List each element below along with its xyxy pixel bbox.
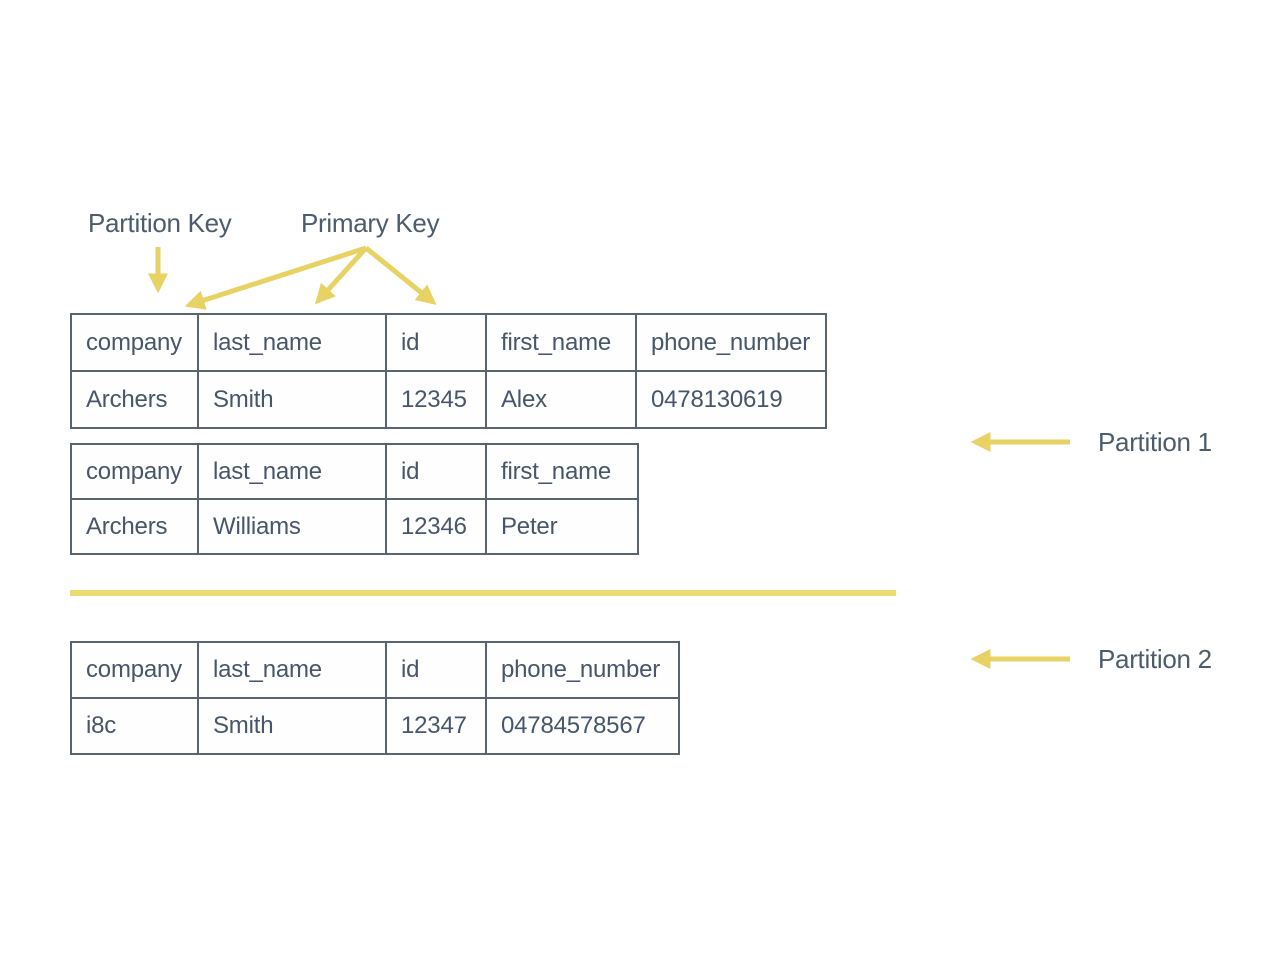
header-cell: company bbox=[70, 313, 199, 372]
header-cell: company bbox=[70, 641, 199, 699]
header-cell: last_name bbox=[197, 313, 387, 372]
header-cell: last_name bbox=[197, 443, 387, 500]
data-cell: 12346 bbox=[385, 498, 487, 555]
data-cell: Archers bbox=[70, 370, 199, 429]
header-cell: id bbox=[385, 641, 487, 699]
data-cell: Williams bbox=[197, 498, 387, 555]
primary-key-arrow-id-icon bbox=[364, 246, 437, 305]
table-row: Archers Williams 12346 Peter bbox=[70, 498, 639, 555]
header-cell: phone_number bbox=[485, 641, 680, 699]
data-cell: Peter bbox=[485, 498, 639, 555]
data-cell: 12347 bbox=[385, 697, 487, 755]
table-header-row: company last_name id phone_number bbox=[70, 641, 680, 699]
data-cell: 12345 bbox=[385, 370, 487, 429]
data-cell: i8c bbox=[70, 697, 199, 755]
header-cell: id bbox=[385, 443, 487, 500]
partition-key-label: Partition Key bbox=[88, 208, 232, 238]
table-partition1-second: company last_name id first_name Archers … bbox=[70, 443, 639, 555]
table-header-row: company last_name id first_name bbox=[70, 443, 639, 500]
header-cell: id bbox=[385, 313, 487, 372]
primary-key-arrow-company-icon bbox=[184, 245, 367, 310]
header-cell: first_name bbox=[485, 313, 637, 372]
data-cell: Archers bbox=[70, 498, 199, 555]
table-partition2: company last_name id phone_number i8c Sm… bbox=[70, 641, 680, 755]
table-partition1-first: company last_name id first_name phone_nu… bbox=[70, 313, 827, 429]
data-cell: Smith bbox=[197, 370, 387, 429]
primary-key-label: Primary Key bbox=[301, 208, 440, 238]
table-header-row: company last_name id first_name phone_nu… bbox=[70, 313, 827, 372]
header-cell: last_name bbox=[197, 641, 387, 699]
data-cell: Alex bbox=[485, 370, 637, 429]
partition-2-label: Partition 2 bbox=[1098, 644, 1212, 674]
header-cell: phone_number bbox=[635, 313, 827, 372]
partition-1-label: Partition 1 bbox=[1098, 427, 1212, 457]
table-row: Archers Smith 12345 Alex 0478130619 bbox=[70, 370, 827, 429]
data-cell: 04784578567 bbox=[485, 697, 680, 755]
data-cell: Smith bbox=[197, 697, 387, 755]
data-cell: 0478130619 bbox=[635, 370, 827, 429]
header-cell: company bbox=[70, 443, 199, 500]
primary-key-arrow-lastname-icon bbox=[314, 246, 368, 305]
header-cell: first_name bbox=[485, 443, 639, 500]
table-row: i8c Smith 12347 04784578567 bbox=[70, 697, 680, 755]
